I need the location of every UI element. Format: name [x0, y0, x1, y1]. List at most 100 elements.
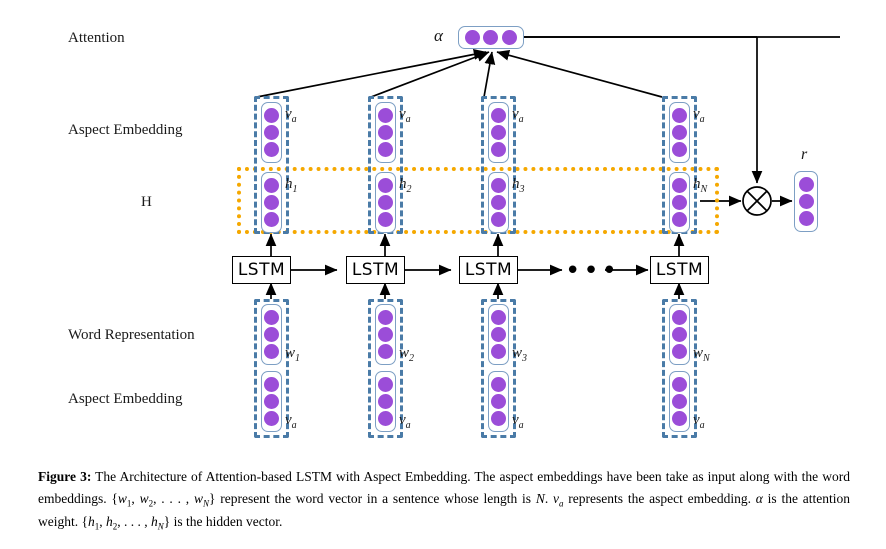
vector-node [264, 195, 279, 210]
hidden-state-band [237, 167, 719, 234]
vector-node [672, 394, 687, 409]
row-label-aspect-embedding-top: Aspect Embedding [68, 122, 183, 138]
column-group-lower-3 [481, 299, 516, 438]
aspect-vector-top-label-4: va [693, 106, 705, 125]
vector-node [491, 178, 506, 193]
attention-vector [458, 26, 524, 49]
column-group-lower-2 [368, 299, 403, 438]
vector-node [378, 108, 393, 123]
hidden-vector-label-2: h2 [399, 176, 412, 195]
vector-node [491, 108, 506, 123]
word-vector-label-2: w2 [399, 345, 415, 364]
vector-node [672, 142, 687, 157]
aspect-vector-bottom-label-3: va [512, 412, 524, 431]
vector-node [264, 310, 279, 325]
vector-node [491, 212, 506, 227]
column-group-lower-1 [254, 299, 289, 438]
vector-node [491, 195, 506, 210]
word-vector-label-4: wN [693, 345, 710, 364]
hidden-vector-4 [669, 172, 690, 233]
vector-node [798, 211, 814, 226]
aspect-vector-bottom-label-1: va [285, 412, 297, 431]
vector-node [264, 108, 279, 123]
lstm-to-hidden-edges [265, 233, 685, 257]
figure-caption: Figure 3: The Architecture of Attention-… [38, 466, 850, 534]
vector-node [672, 310, 687, 325]
output-vector-label: r [801, 146, 808, 163]
vector-node [798, 194, 814, 209]
vector-node [264, 327, 279, 342]
attention-symbol-label: α [434, 26, 443, 45]
vector-node [264, 212, 279, 227]
aspect-vector-bottom-label-2: va [399, 412, 411, 431]
aspect-vector-bottom-3 [488, 371, 509, 432]
aspect-vector-top-2 [375, 102, 396, 163]
vector-node [378, 411, 393, 426]
word-vector-2 [375, 304, 396, 365]
row-label-hidden: H [141, 194, 152, 210]
vector-node [483, 30, 499, 45]
word-vector-label-3: w3 [512, 345, 528, 364]
vector-node [264, 142, 279, 157]
vector-node [672, 327, 687, 342]
vector-node [264, 125, 279, 140]
vector-node [264, 394, 279, 409]
vector-node [491, 394, 506, 409]
vector-node [491, 142, 506, 157]
vector-node [672, 195, 687, 210]
vector-node [672, 344, 687, 359]
vector-node [378, 142, 393, 157]
hidden-vector-label-3: h3 [512, 176, 525, 195]
aspect-vector-bottom-1 [261, 371, 282, 432]
vector-node [264, 377, 279, 392]
aspect-vector-bottom-2 [375, 371, 396, 432]
aspect-vector-bottom-label-4: va [693, 412, 705, 431]
word-vector-label-1: w1 [285, 345, 301, 364]
hidden-vector-3 [488, 172, 509, 233]
vector-node [378, 125, 393, 140]
vector-node [672, 108, 687, 123]
figure-number: Figure 3: [38, 469, 92, 484]
hidden-vector-label-4: hN [693, 176, 708, 195]
vector-node [378, 377, 393, 392]
aspect-vector-top-1 [261, 102, 282, 163]
vector-node [378, 394, 393, 409]
vector-node [491, 310, 506, 325]
multiply-node-glyph [742, 186, 772, 216]
vector-node [491, 327, 506, 342]
column-group-lower-4 [662, 299, 697, 438]
vector-node [672, 411, 687, 426]
sequence-ellipsis: ••• [565, 256, 621, 286]
attention-edges [256, 49, 663, 98]
aspect-vector-bottom-4 [669, 371, 690, 432]
vector-node [672, 212, 687, 227]
vector-node [378, 344, 393, 359]
vector-node [672, 125, 687, 140]
hidden-vector-1 [261, 172, 282, 233]
aspect-vector-top-label-2: va [399, 106, 411, 125]
vector-node [264, 178, 279, 193]
vector-node [491, 125, 506, 140]
word-vector-3 [488, 304, 509, 365]
word-vector-4 [669, 304, 690, 365]
aspect-vector-top-3 [488, 102, 509, 163]
lstm-cell-1[interactable]: LSTM [232, 256, 291, 284]
vector-node [502, 30, 518, 45]
vector-node [264, 344, 279, 359]
figure-caption-text: The Architecture of Attention-based LSTM… [38, 469, 851, 532]
vector-node [491, 377, 506, 392]
hidden-vector-2 [375, 172, 396, 233]
vector-node [491, 411, 506, 426]
vector-node [491, 344, 506, 359]
vector-node [378, 310, 393, 325]
row-label-attention: Attention [68, 30, 125, 46]
lstm-cell-2[interactable]: LSTM [346, 256, 405, 284]
aspect-vector-top-4 [669, 102, 690, 163]
hidden-vector-label-1: h1 [285, 176, 298, 195]
lstm-cell-3[interactable]: LSTM [459, 256, 518, 284]
lstm-cell-4[interactable]: LSTM [650, 256, 709, 284]
vector-node [378, 212, 393, 227]
vector-node [378, 327, 393, 342]
vector-node [264, 411, 279, 426]
